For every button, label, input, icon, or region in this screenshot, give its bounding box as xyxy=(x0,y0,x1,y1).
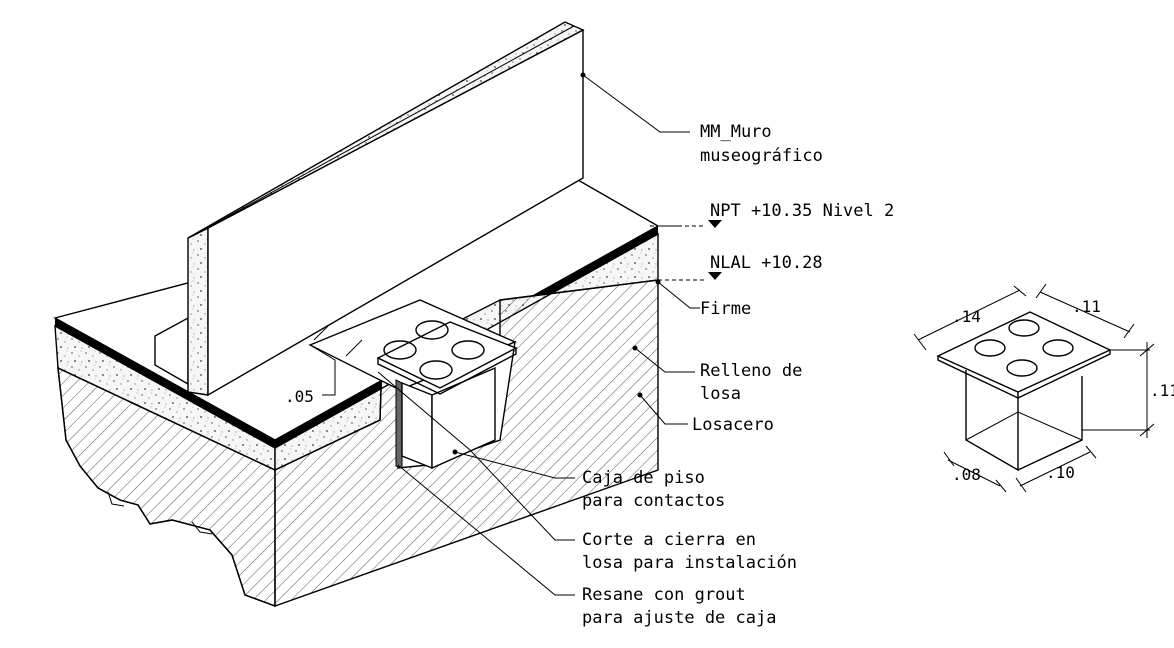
detail-dim-width-b: .11 xyxy=(1072,297,1101,316)
outlet-hole-2 xyxy=(383,340,417,360)
detail-dim-width-a: .14 xyxy=(952,307,981,326)
relleno-label-line1: Relleno de xyxy=(700,361,802,381)
relleno-label-line2: losa xyxy=(700,384,741,404)
nlal-level-marker-icon xyxy=(708,272,722,280)
npt-level-marker-icon xyxy=(708,220,722,228)
caja-label-line1: Caja de piso xyxy=(582,468,705,488)
floor-box-detail xyxy=(913,283,1155,493)
losacero-label: Losacero xyxy=(692,415,774,435)
corte-label-line1: Corte a cierra en xyxy=(582,530,756,550)
resane-label-line2: para ajuste de caja xyxy=(582,608,776,628)
outlet-hole-1 xyxy=(415,320,449,340)
detail-dim-base-a: .08 xyxy=(952,465,981,484)
wall-inner-line xyxy=(197,25,575,234)
grout-strip xyxy=(395,379,403,469)
gap-dimension: .05 xyxy=(285,387,314,406)
firme-label: Firme xyxy=(700,299,751,319)
deck-rib-1 xyxy=(107,491,125,507)
outlet-hole-4 xyxy=(419,360,453,380)
resane-label-line1: Resane con grout xyxy=(582,585,746,605)
npt-label: NPT +10.35 Nivel 2 xyxy=(710,201,894,221)
wall-edge-section xyxy=(187,226,209,396)
losacero-profile xyxy=(57,367,276,607)
muro-label-line1: MM_Muro xyxy=(700,122,772,142)
leader-lines xyxy=(309,72,705,596)
nlal-label: NLAL +10.28 xyxy=(710,253,823,273)
corte-label-line2: losa para instalación xyxy=(582,553,797,573)
outlet-hole-3 xyxy=(451,340,485,360)
deck-rib-2 xyxy=(191,521,213,535)
detail-dim-base-b: .10 xyxy=(1046,463,1075,482)
floor-box-side xyxy=(431,366,496,470)
muro-label-line2: museográfico xyxy=(700,146,823,166)
detail-dim-height: .11 xyxy=(1150,381,1174,400)
caja-label-line2: para contactos xyxy=(582,491,725,511)
firme-layer-left xyxy=(55,318,275,448)
floor-box-lid-edge xyxy=(377,348,517,395)
